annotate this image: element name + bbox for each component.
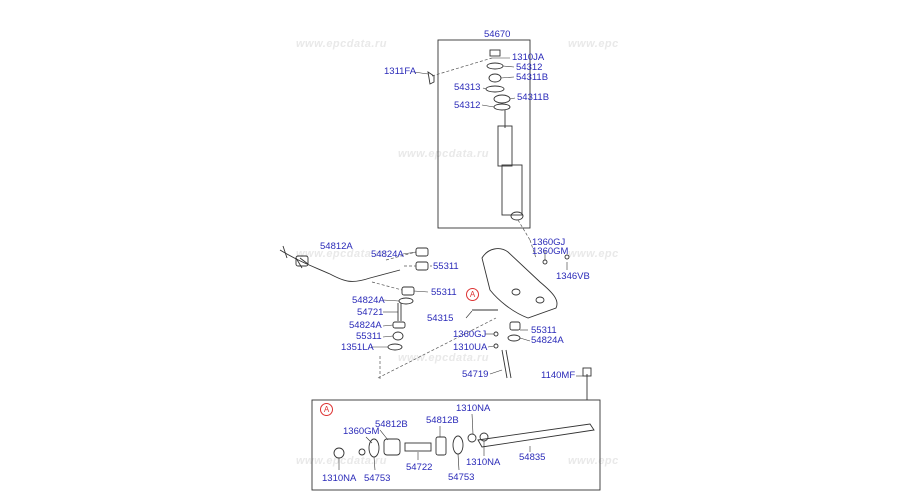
part-label[interactable]: 54313 bbox=[454, 82, 481, 93]
watermark: www.epcdata.ru bbox=[398, 148, 489, 160]
part-label[interactable]: 1351LA bbox=[341, 342, 374, 353]
part-label[interactable]: 1310NA bbox=[322, 473, 357, 484]
part-label[interactable]: 54670 bbox=[484, 29, 511, 40]
part-label[interactable]: 1310NA bbox=[456, 403, 491, 414]
part-label[interactable]: 54311B bbox=[517, 92, 550, 103]
watermark: www.epcdata.ru bbox=[398, 352, 489, 364]
watermark: www.epcdata.ru bbox=[296, 38, 387, 50]
part-label[interactable]: 54824A bbox=[371, 249, 404, 260]
part-label[interactable]: 1310NA bbox=[466, 457, 501, 468]
bolt-54719 bbox=[501, 349, 508, 379]
part-label[interactable]: 54315 bbox=[427, 313, 454, 324]
watermark: www.epcdata.ru bbox=[296, 248, 387, 260]
part-label[interactable]: 1311FA bbox=[384, 66, 417, 77]
watermark: www.epc bbox=[568, 248, 619, 260]
part-label[interactable]: 55311 bbox=[356, 331, 382, 342]
part-label[interactable]: 1360GM bbox=[343, 426, 380, 437]
part-label[interactable]: 54312 bbox=[454, 100, 481, 111]
part-label[interactable]: 1360GM bbox=[532, 246, 569, 257]
part-label[interactable]: 1360GJ bbox=[532, 237, 566, 248]
lower-control-arm bbox=[481, 248, 558, 319]
part-label[interactable]: 54824A bbox=[352, 295, 385, 306]
section-marker-a: A bbox=[466, 288, 479, 301]
part-label[interactable]: 54311B bbox=[516, 72, 549, 83]
part-label[interactable]: 1310JA bbox=[512, 52, 545, 63]
part-label[interactable]: 1310UA bbox=[453, 342, 488, 353]
part-label[interactable]: 54835 bbox=[519, 452, 546, 463]
part-label[interactable]: 54824A bbox=[349, 320, 382, 331]
bolt-1311fa bbox=[427, 71, 435, 85]
watermark: www.epc bbox=[568, 455, 619, 467]
part-label[interactable]: 1140MF bbox=[541, 370, 576, 381]
part-label[interactable]: 54753 bbox=[448, 472, 475, 483]
part-label[interactable]: 1360GJ bbox=[453, 329, 487, 340]
section-marker-a: A bbox=[320, 403, 333, 416]
part-label[interactable]: 54824A bbox=[531, 335, 564, 346]
part-label[interactable]: 54812B bbox=[375, 419, 408, 430]
shock-absorber bbox=[497, 110, 524, 221]
part-label[interactable]: 54722 bbox=[406, 462, 433, 473]
watermark: www.epc bbox=[568, 38, 619, 50]
part-label[interactable]: 55311 bbox=[433, 261, 459, 272]
part-label[interactable]: 54812B bbox=[426, 415, 459, 426]
part-label[interactable]: 55311 bbox=[531, 325, 557, 336]
part-label[interactable]: 54312 bbox=[516, 62, 543, 73]
part-label[interactable]: 54719 bbox=[462, 369, 489, 380]
part-label[interactable]: 1346VB bbox=[556, 271, 590, 282]
shock-frame bbox=[437, 39, 531, 229]
part-label[interactable]: 54721 bbox=[357, 307, 384, 318]
part-label[interactable]: 54812A bbox=[320, 241, 353, 252]
watermark: www.epcdata.ru bbox=[296, 455, 387, 467]
torsion-bar bbox=[477, 423, 595, 448]
lower-detail-frame bbox=[311, 399, 601, 491]
part-label[interactable]: 55311 bbox=[431, 287, 457, 298]
part-label[interactable]: 54753 bbox=[364, 473, 391, 484]
